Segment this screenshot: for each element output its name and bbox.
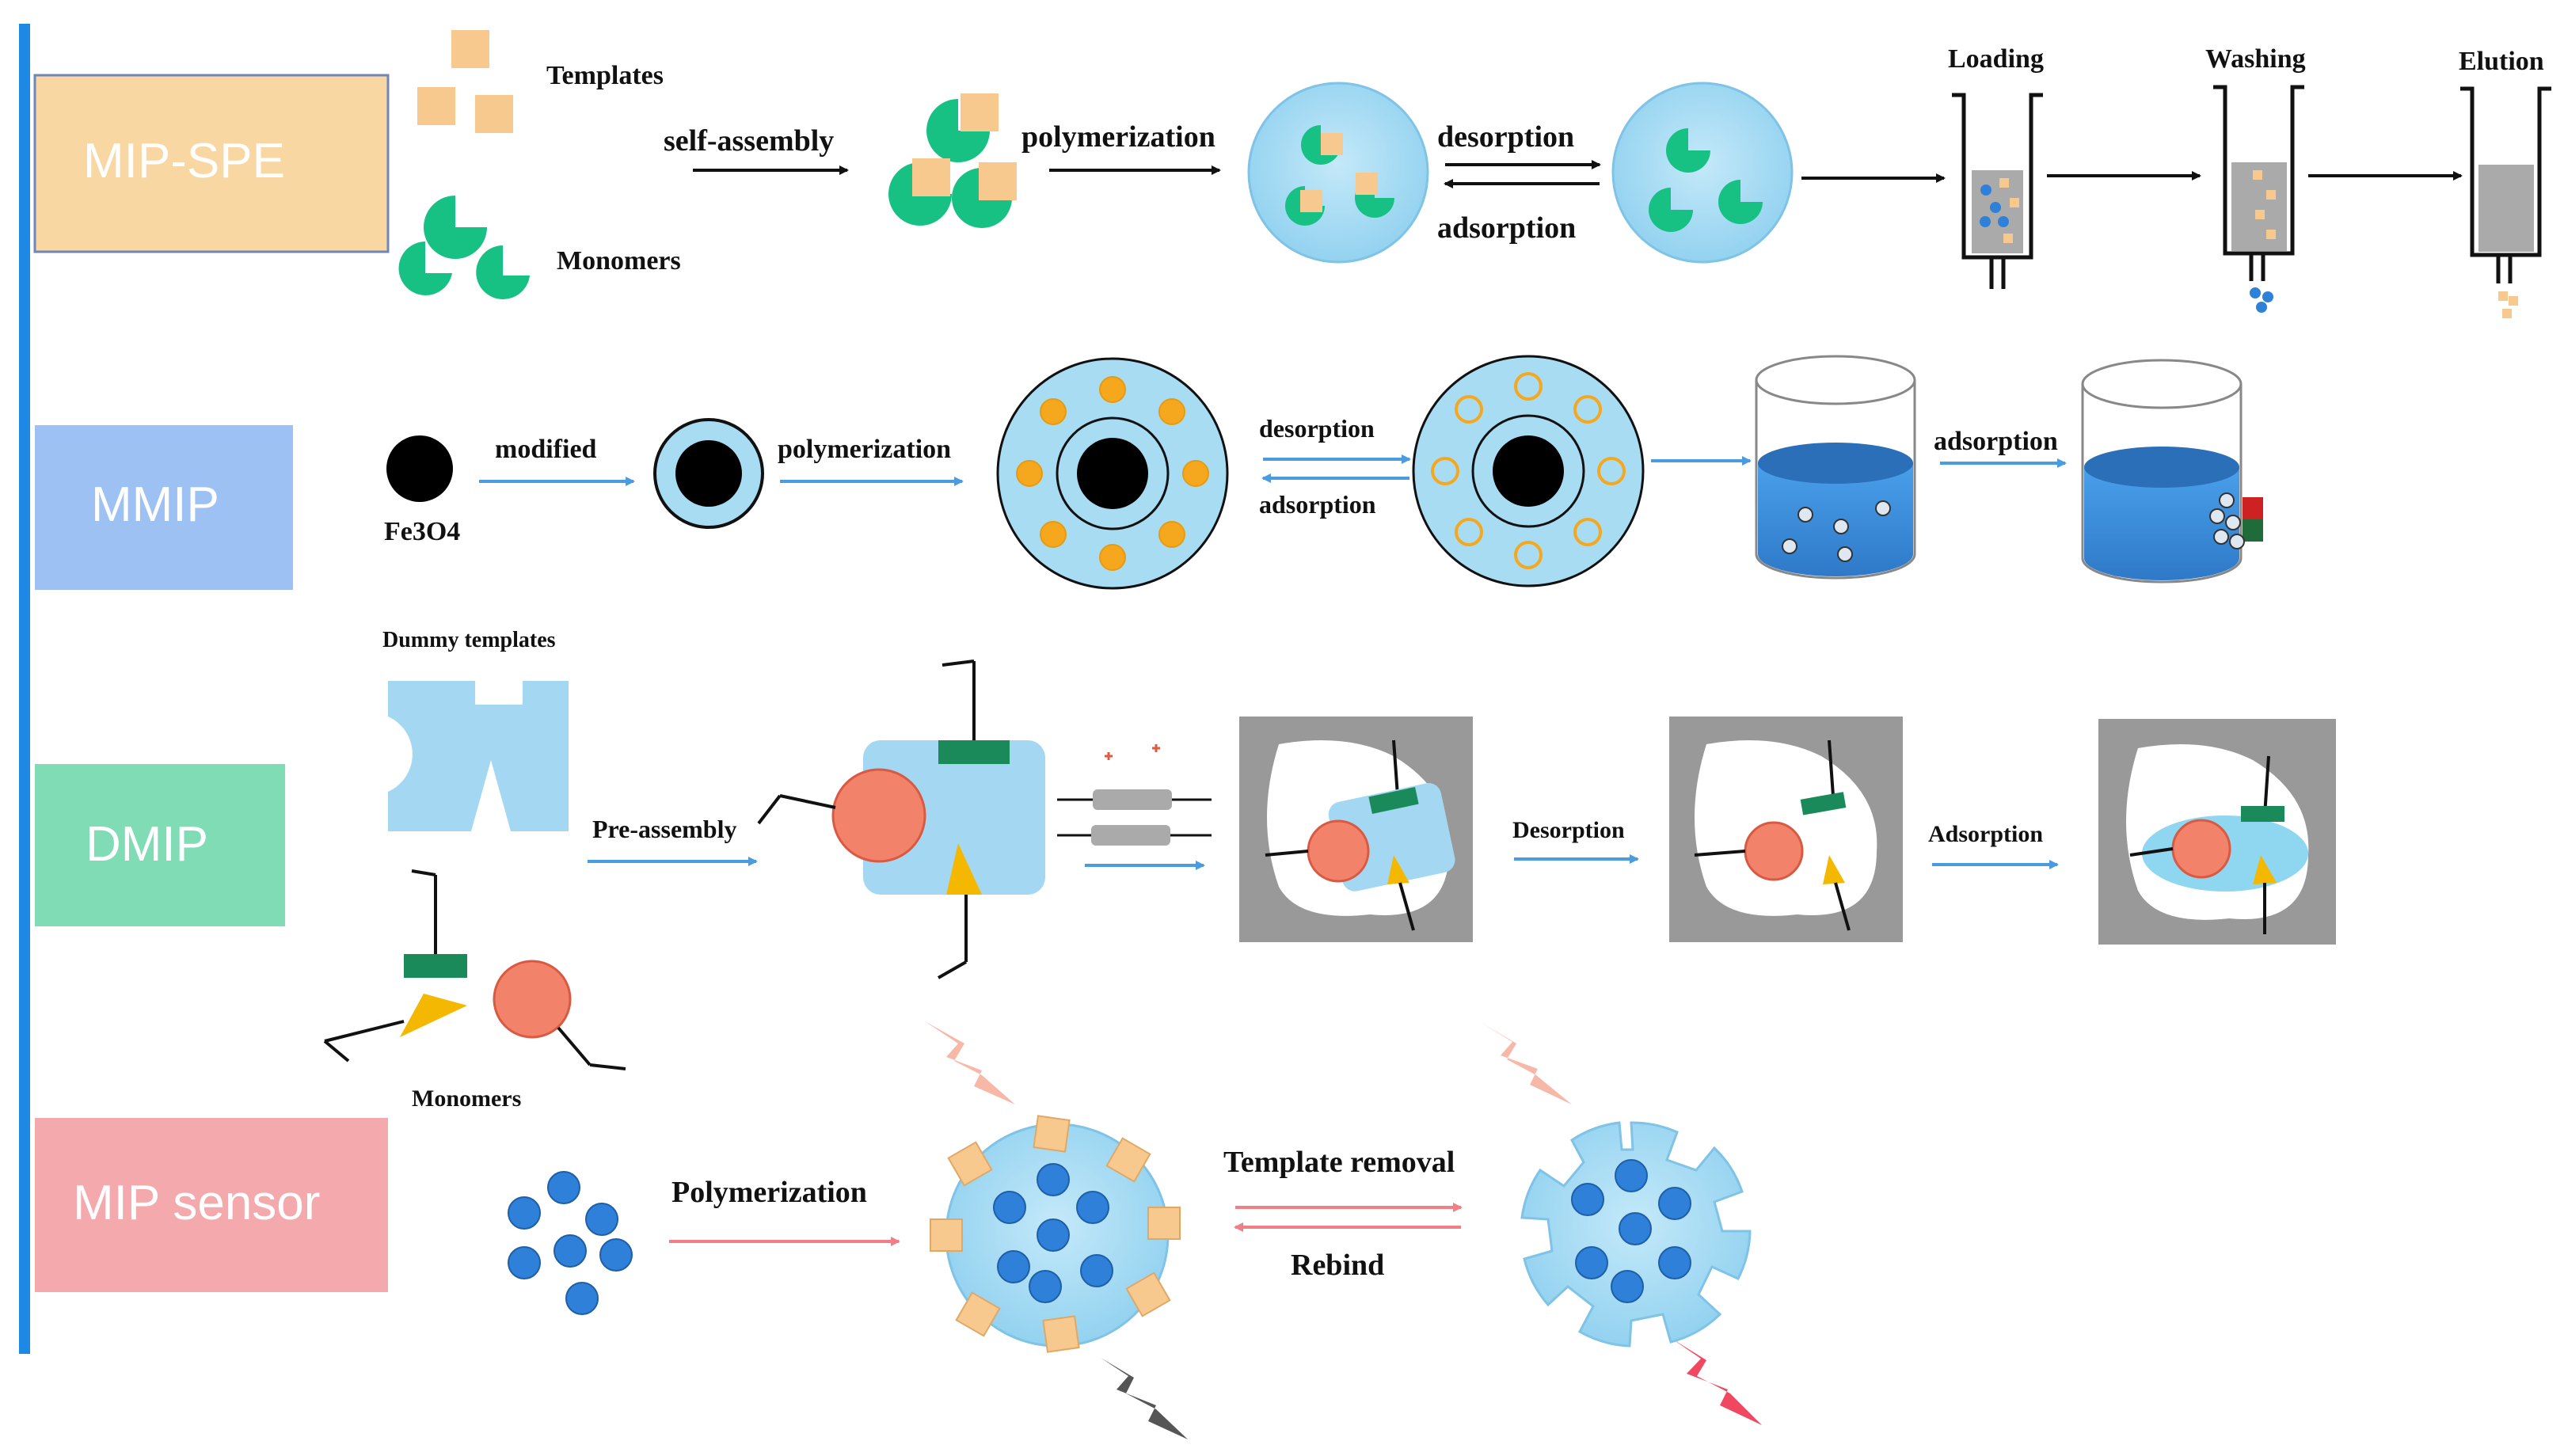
column-icon-washing [2213,85,2304,313]
adsorption-label: adsorption [1259,490,1376,519]
sensor-polymer-empty [1520,1121,1752,1348]
polymerization-label-sensor: Polymerization [671,1176,867,1209]
monomers-group [398,196,530,299]
pre-assembly-label: Pre-assembly [592,815,736,843]
modified-label: modified [495,435,597,464]
lightning-icon [925,1021,1015,1104]
row-label-mip-spe: MIP-SPE [33,74,390,253]
dmip-polymer-1 [1239,717,1473,942]
pre-assembled-complex [757,660,1045,979]
beaker-icon-1 [1755,355,1916,580]
crosslinker-icon [1057,744,1212,846]
sensor-monomers [508,1171,633,1315]
monomers-label: Monomers [557,246,681,276]
left-bar [19,24,30,1354]
sensor-polymer-filled [930,1115,1181,1353]
desorption-label-dmip: Desorption [1512,817,1625,843]
beaker-icon-2 [2081,359,2263,584]
modified-particle [653,418,764,529]
mmip-empty [1412,355,1645,587]
lightning-icon [1101,1358,1188,1439]
adsorption-label: adsorption [1437,211,1576,245]
elution-label: Elution [2459,47,2544,76]
rebind-label: Rebind [1291,1249,1384,1282]
row-label-text: MMIP [91,477,219,532]
self-assembled-complex [888,93,1017,228]
imprinted-bead-filled [1247,82,1429,264]
loading-label: Loading [1948,44,2044,74]
monomers-dmip [323,869,626,1070]
dmip-polymer-3 [2098,719,2336,945]
dmip-polymer-2 [1669,717,1903,942]
adsorption2-label: adsorption [1934,427,2058,456]
templates-group [417,30,513,133]
monomers-label-dmip: Monomers [412,1085,521,1112]
dummy-templates-label: Dummy templates [382,628,556,652]
row-label-sensor: MIP sensor [35,1118,388,1292]
fe3o4-label: Fe3O4 [384,517,460,546]
row-label-text: MIP sensor [73,1176,320,1230]
self-assembly-label: self-assembly [664,124,834,158]
column-icon-elution [2460,86,2551,318]
column-icon-loading [1952,93,2043,289]
washing-label: Washing [2205,44,2306,74]
templates-label: Templates [546,61,664,90]
polymerization-label: polymerization [1021,120,1215,154]
fe3o4-particle [386,435,453,502]
row-label-dmip: DMIP [35,764,285,926]
row-label-mmip: MMIP [35,425,293,590]
desorption-label: desorption [1259,414,1375,443]
polymerization-label: polymerization [778,435,951,464]
mmip-filled [996,357,1229,590]
lightning-icon [1479,1021,1572,1104]
row-label-text: DMIP [86,817,208,872]
template-removal-label: Template removal [1223,1146,1455,1179]
lightning-icon [1671,1338,1762,1425]
row-label-text: MIP-SPE [83,134,285,188]
adsorption-label-dmip: Adsorption [1928,821,2043,847]
imprinted-bead-empty [1611,82,1794,264]
desorption-label: desorption [1437,120,1574,154]
dummy-template-shape [388,681,569,831]
